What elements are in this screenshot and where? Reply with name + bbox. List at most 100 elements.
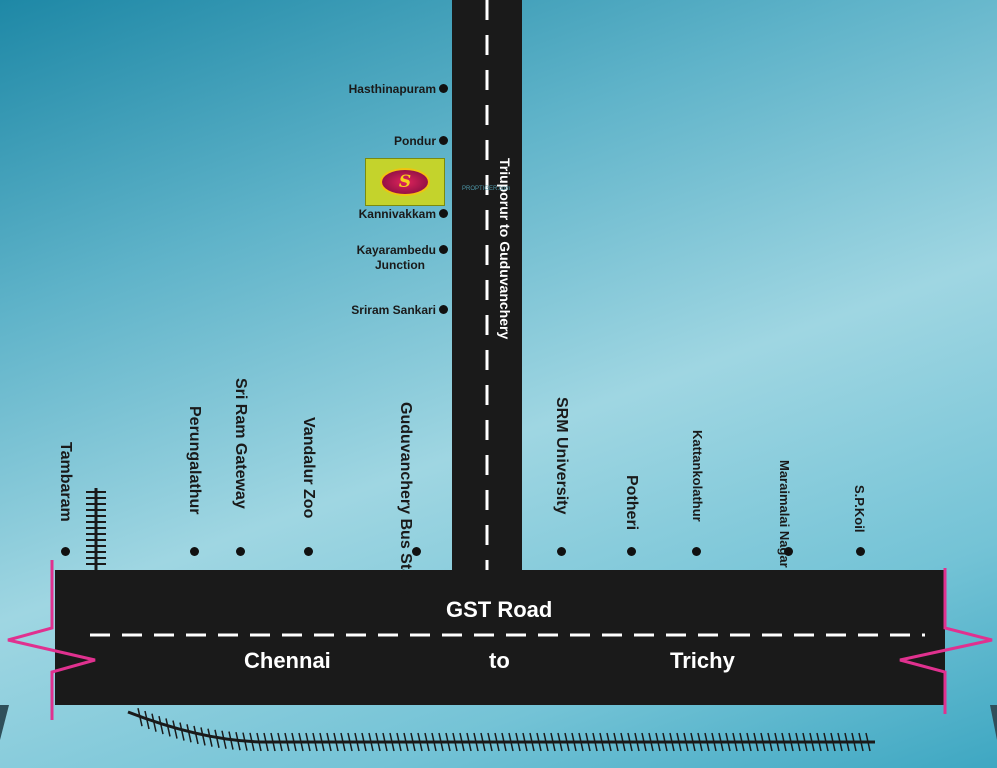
- corner-decoration-left: [0, 705, 9, 740]
- stop-kayarambedu-label: Kayarambedu Junction: [357, 243, 436, 273]
- stop-sri-ram-gateway-dot: [236, 547, 245, 556]
- rail-tie: [312, 732, 318, 752]
- rail-tie: [340, 732, 346, 752]
- rail-tie: [543, 732, 549, 752]
- stop-guduvanchery-bus-stand-dot: [412, 547, 421, 556]
- rail-tie: [438, 732, 444, 752]
- road-edge-marker-right: [899, 568, 993, 714]
- rail-tie: [368, 732, 374, 752]
- rail-tie: [634, 732, 640, 752]
- rail-tie: [508, 732, 514, 752]
- rail-tie: [305, 732, 311, 752]
- rail-tie: [683, 732, 689, 752]
- rail-tie: [361, 732, 367, 752]
- rail-tie: [326, 732, 332, 752]
- rail-tie: [648, 732, 654, 752]
- rail-tie: [865, 732, 871, 752]
- rail-tie: [137, 708, 143, 727]
- rail-tie: [711, 732, 717, 752]
- rail-tie: [165, 718, 171, 737]
- rail-tie: [858, 732, 864, 752]
- stop-tambaram-label: Tambaram: [57, 442, 74, 522]
- rail-tie: [347, 732, 353, 752]
- rail-tie: [263, 732, 269, 752]
- stop-srm-university-dot: [557, 547, 566, 556]
- rail-tie: [291, 732, 297, 752]
- rail-tie: [473, 732, 479, 752]
- stop-kattankolathur-label: Kattankolathur: [690, 430, 705, 522]
- stop-guduvanchery-bus-stand-label: Guduvanchery Bus Stand: [397, 402, 414, 598]
- rail-tie: [753, 732, 759, 752]
- rail-tie: [669, 732, 675, 752]
- rail-tie: [592, 732, 598, 752]
- rail-tie: [396, 732, 402, 752]
- rail-tie: [830, 732, 836, 752]
- rail-tie: [627, 732, 633, 752]
- rail-tie: [851, 732, 857, 752]
- stop-pondur-label: Pondur: [394, 134, 436, 148]
- stop-maraimalai-nagar-dot: [784, 547, 793, 556]
- rail-tie: [158, 715, 164, 735]
- rail-tie: [662, 732, 668, 752]
- rail-tie: [550, 732, 556, 752]
- rail-tie: [571, 732, 577, 752]
- stop-vandalur-zoo-label: Vandalur Zoo: [300, 417, 317, 519]
- stop-kayarambedu-line-1: Kayarambedu: [356, 243, 436, 257]
- rail-tie: [739, 732, 745, 752]
- stop-kannivakkam-dot: [439, 209, 448, 218]
- stop-perungalathur-label: Perungalathur: [186, 406, 203, 515]
- rail-tie: [613, 732, 619, 752]
- rail-tie: [578, 732, 584, 752]
- rail-tie: [235, 732, 241, 751]
- stop-sriram-sankari-dot: [439, 305, 448, 314]
- rail-tie: [774, 732, 780, 752]
- rail-tie: [788, 732, 794, 752]
- route-to: Trichy: [670, 648, 735, 673]
- rail-tie: [179, 722, 185, 741]
- stop-sriram-sankari-label: Sriram Sankari: [351, 303, 436, 317]
- rail-tie: [760, 732, 766, 752]
- rail-tie: [284, 732, 290, 752]
- rail-tie: [564, 732, 570, 752]
- rail-tie: [389, 732, 395, 752]
- rail-tie: [725, 732, 731, 752]
- rail-tie: [844, 732, 850, 752]
- rail-tie: [382, 732, 388, 752]
- rail-tie: [207, 728, 213, 747]
- rail-tie: [172, 720, 178, 739]
- stop-sp-koil-dot: [856, 547, 865, 556]
- rail-tie: [816, 732, 822, 752]
- stop-pondur-dot: [439, 136, 448, 145]
- rail-tie: [795, 732, 801, 752]
- vertical-road-label: Triuporur to Guduvanchery: [497, 158, 513, 340]
- stop-hasthinapuram-label: Hasthinapuram: [348, 82, 436, 96]
- corner-decoration-right: [990, 705, 997, 740]
- rail-tie: [333, 732, 339, 752]
- project-logo: S: [365, 158, 445, 206]
- stop-sri-ram-gateway-label: Sri Ram Gateway: [232, 378, 249, 509]
- rail-tie: [214, 729, 220, 748]
- rail-tie: [732, 732, 738, 752]
- rail-tie: [767, 732, 773, 752]
- rail-tie: [228, 731, 234, 750]
- rail-tie: [501, 732, 507, 752]
- rail-tie: [690, 732, 696, 752]
- rail-tie: [599, 732, 605, 752]
- rail-tie: [746, 732, 752, 752]
- rail-tie: [270, 732, 276, 752]
- rail-tie: [256, 732, 262, 752]
- stop-vandalur-zoo-dot: [304, 547, 313, 556]
- rail-tie: [809, 732, 815, 752]
- rail-tie: [655, 732, 661, 752]
- rail-tie: [676, 732, 682, 752]
- rail-tie: [522, 732, 528, 752]
- route-from: Chennai: [244, 648, 331, 673]
- rail-tie: [445, 732, 451, 752]
- rail-tie: [480, 732, 486, 752]
- rail-tie: [536, 732, 542, 752]
- rail-tie: [494, 732, 500, 752]
- rail-tie: [151, 713, 157, 732]
- rail-tie: [585, 732, 591, 752]
